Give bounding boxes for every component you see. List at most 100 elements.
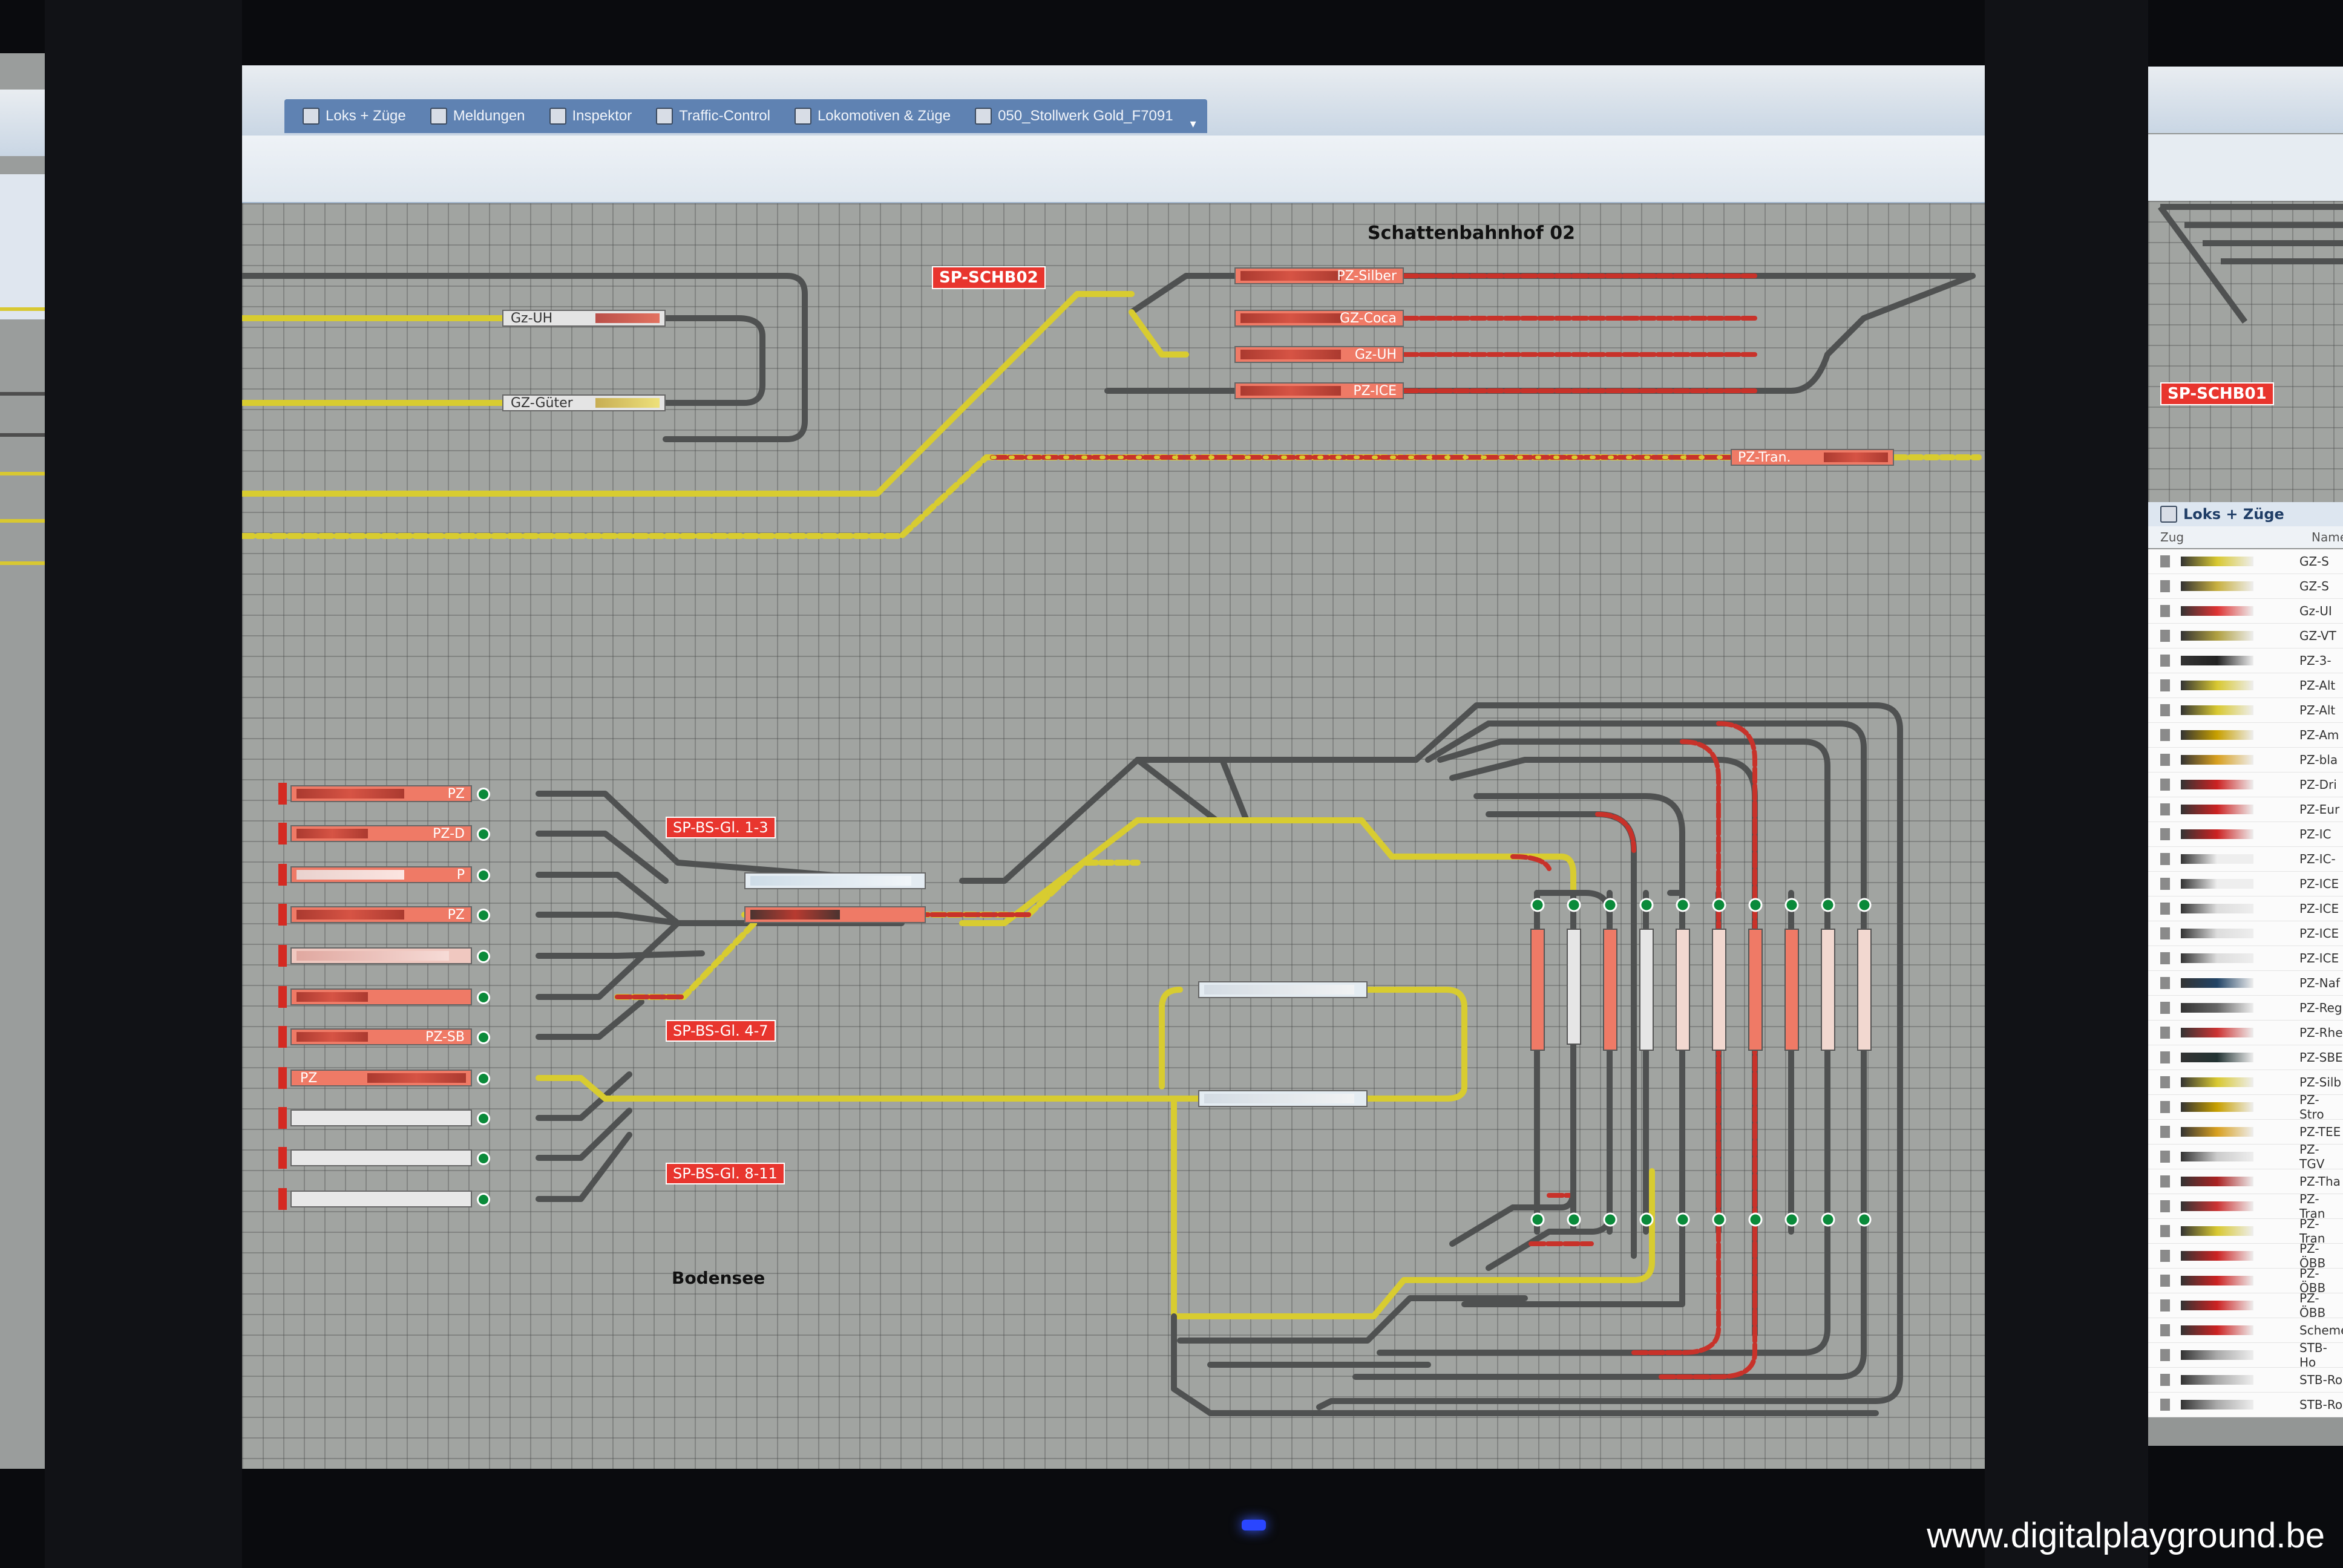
train-block[interactable] <box>290 947 472 964</box>
train-block[interactable]: GZ-Güter <box>502 394 666 411</box>
train-block[interactable] <box>1198 981 1368 998</box>
train-block[interactable] <box>744 906 926 923</box>
platform-train[interactable] <box>1784 929 1799 1051</box>
list-item[interactable]: PZ-Dri <box>2148 773 2343 797</box>
list-item[interactable]: PZ-SBE <box>2148 1045 2343 1070</box>
tab-traffic-control[interactable]: Traffic-Control <box>644 99 782 133</box>
right-track-canvas[interactable]: SP-SCHB01 <box>2148 201 2343 502</box>
track-layout-canvas[interactable]: Schattenbahnhof 02 Bodensee SP-SCHB02 SP… <box>242 203 1985 1469</box>
list-item[interactable]: PZ-bla <box>2148 748 2343 773</box>
list-item[interactable]: PZ-IC- <box>2148 847 2343 872</box>
train-block[interactable]: P <box>290 866 472 883</box>
column-header-train[interactable]: Zug <box>2160 530 2184 544</box>
list-item-name: PZ-Alt <box>2299 678 2336 693</box>
tab-overflow-icon[interactable]: ▾ <box>1190 116 1196 131</box>
signal-icon[interactable] <box>477 991 490 1004</box>
signal-icon[interactable] <box>477 788 490 801</box>
train-block[interactable] <box>290 1191 472 1207</box>
list-item[interactable]: PZ-Naf <box>2148 971 2343 996</box>
tab-inspektor[interactable]: Inspektor <box>537 99 644 133</box>
signal-icon[interactable] <box>477 909 490 922</box>
train-block[interactable] <box>290 1109 472 1126</box>
signal-icon[interactable] <box>477 869 490 882</box>
train-block[interactable]: PZ <box>290 1070 472 1086</box>
list-item[interactable]: PZ-ÖBB <box>2148 1241 2343 1270</box>
section-label[interactable]: SP-SCHB01 <box>2160 382 2274 405</box>
list-item[interactable]: PZ-Am <box>2148 723 2343 748</box>
platform-train[interactable] <box>1712 929 1726 1051</box>
train-block[interactable]: PZ-SB <box>290 1028 472 1045</box>
list-item[interactable]: GZ-VT <box>2148 624 2343 648</box>
list-item-name: GZ-S <box>2299 579 2329 593</box>
list-item[interactable]: PZ-ÖBB <box>2148 1291 2343 1320</box>
platform-train[interactable] <box>1748 929 1763 1051</box>
list-item[interactable]: Gz-UI <box>2148 599 2343 624</box>
list-item[interactable]: PZ-Alt <box>2148 673 2343 698</box>
list-item[interactable]: STB-Ro <box>2148 1393 2343 1417</box>
platform-train[interactable] <box>1639 929 1654 1051</box>
list-item[interactable]: STB-Ho <box>2148 1341 2343 1370</box>
train-block[interactable]: PZ-D <box>290 825 472 842</box>
list-item[interactable]: PZ-3- <box>2148 648 2343 673</box>
tab-label: 050_Stollwerk Gold_F7091 <box>998 108 1173 124</box>
signal-icon[interactable] <box>477 1072 490 1085</box>
list-item[interactable]: PZ-ICE <box>2148 946 2343 971</box>
signal-icon[interactable] <box>477 828 490 841</box>
signal-icon[interactable] <box>477 1152 490 1165</box>
section-label[interactable]: SP-BS-Gl. 8-11 <box>666 1163 785 1184</box>
signal-icon[interactable] <box>477 950 490 963</box>
panel-title: Loks + Züge <box>2148 502 2343 526</box>
list-item[interactable]: PZ-Tran <box>2148 1217 2343 1246</box>
list-item[interactable]: GZ-S <box>2148 549 2343 574</box>
list-item[interactable]: PZ-ICE <box>2148 897 2343 921</box>
tab-stollwerk[interactable]: 050_Stollwerk Gold_F7091 <box>963 99 1185 133</box>
train-block[interactable] <box>744 872 926 889</box>
list-item[interactable]: PZ-Eur <box>2148 797 2343 822</box>
train-block[interactable]: Gz-UH <box>502 310 666 327</box>
list-item[interactable]: PZ-ÖBB <box>2148 1266 2343 1295</box>
train-block[interactable] <box>290 1149 472 1166</box>
section-label[interactable]: SP-SCHB02 <box>932 266 1046 289</box>
tab-loks-zuege[interactable]: Loks + Züge <box>290 99 418 133</box>
train-block[interactable]: GZ-Coca <box>1234 310 1404 327</box>
train-block[interactable]: PZ <box>290 785 472 802</box>
train-block[interactable]: PZ-Tran. <box>1731 449 1894 466</box>
list-item[interactable]: PZ-ICE <box>2148 921 2343 946</box>
list-item[interactable]: PZ-ICE <box>2148 872 2343 897</box>
train-block[interactable]: Gz-UH <box>1234 346 1404 363</box>
platform-train[interactable] <box>1603 929 1617 1051</box>
signal-icon[interactable] <box>477 1193 490 1206</box>
list-item[interactable]: PZ-Tran <box>2148 1192 2343 1221</box>
train-block[interactable]: PZ-ICE <box>1234 382 1404 399</box>
train-block[interactable]: PZ-Silber <box>1234 267 1404 284</box>
tab-lokomotiven[interactable]: Lokomotiven & Züge <box>782 99 963 133</box>
section-label[interactable]: SP-BS-Gl. 1-3 <box>666 817 776 838</box>
list-item[interactable]: PZ-Reg <box>2148 996 2343 1021</box>
tab-bar: Loks + Züge Meldungen Inspektor Traffic-… <box>242 65 1985 137</box>
train-block[interactable] <box>1198 1090 1368 1107</box>
list-item[interactable]: PZ-TGV <box>2148 1142 2343 1171</box>
signal-icon[interactable] <box>477 1031 490 1044</box>
signal-icon[interactable] <box>477 1112 490 1125</box>
train-block[interactable]: PZ <box>290 906 472 923</box>
list-item[interactable]: Scheme <box>2148 1318 2343 1343</box>
list-item[interactable]: PZ-IC <box>2148 822 2343 847</box>
train-block[interactable] <box>290 988 472 1005</box>
platform-train[interactable] <box>1530 929 1545 1051</box>
platform-train[interactable] <box>1857 929 1872 1051</box>
list-item[interactable]: STB-Ro <box>2148 1368 2343 1393</box>
signal-icon <box>1567 1212 1581 1227</box>
list-item[interactable]: PZ-TEE <box>2148 1120 2343 1145</box>
list-item[interactable]: PZ-Rhe <box>2148 1021 2343 1045</box>
list-item[interactable]: PZ-Stro <box>2148 1093 2343 1122</box>
platform-train[interactable] <box>1821 929 1835 1051</box>
section-label[interactable]: SP-BS-Gl. 4-7 <box>666 1020 776 1042</box>
platform-train[interactable] <box>1676 929 1690 1051</box>
list-item[interactable]: PZ-Tha <box>2148 1169 2343 1194</box>
platform-train[interactable] <box>1567 929 1581 1045</box>
list-item[interactable]: PZ-Silb <box>2148 1070 2343 1095</box>
list-item[interactable]: GZ-S <box>2148 574 2343 599</box>
list-item[interactable]: PZ-Alt <box>2148 698 2343 723</box>
column-header-name[interactable]: Name <box>2312 530 2343 544</box>
tab-meldungen[interactable]: Meldungen <box>418 99 537 133</box>
